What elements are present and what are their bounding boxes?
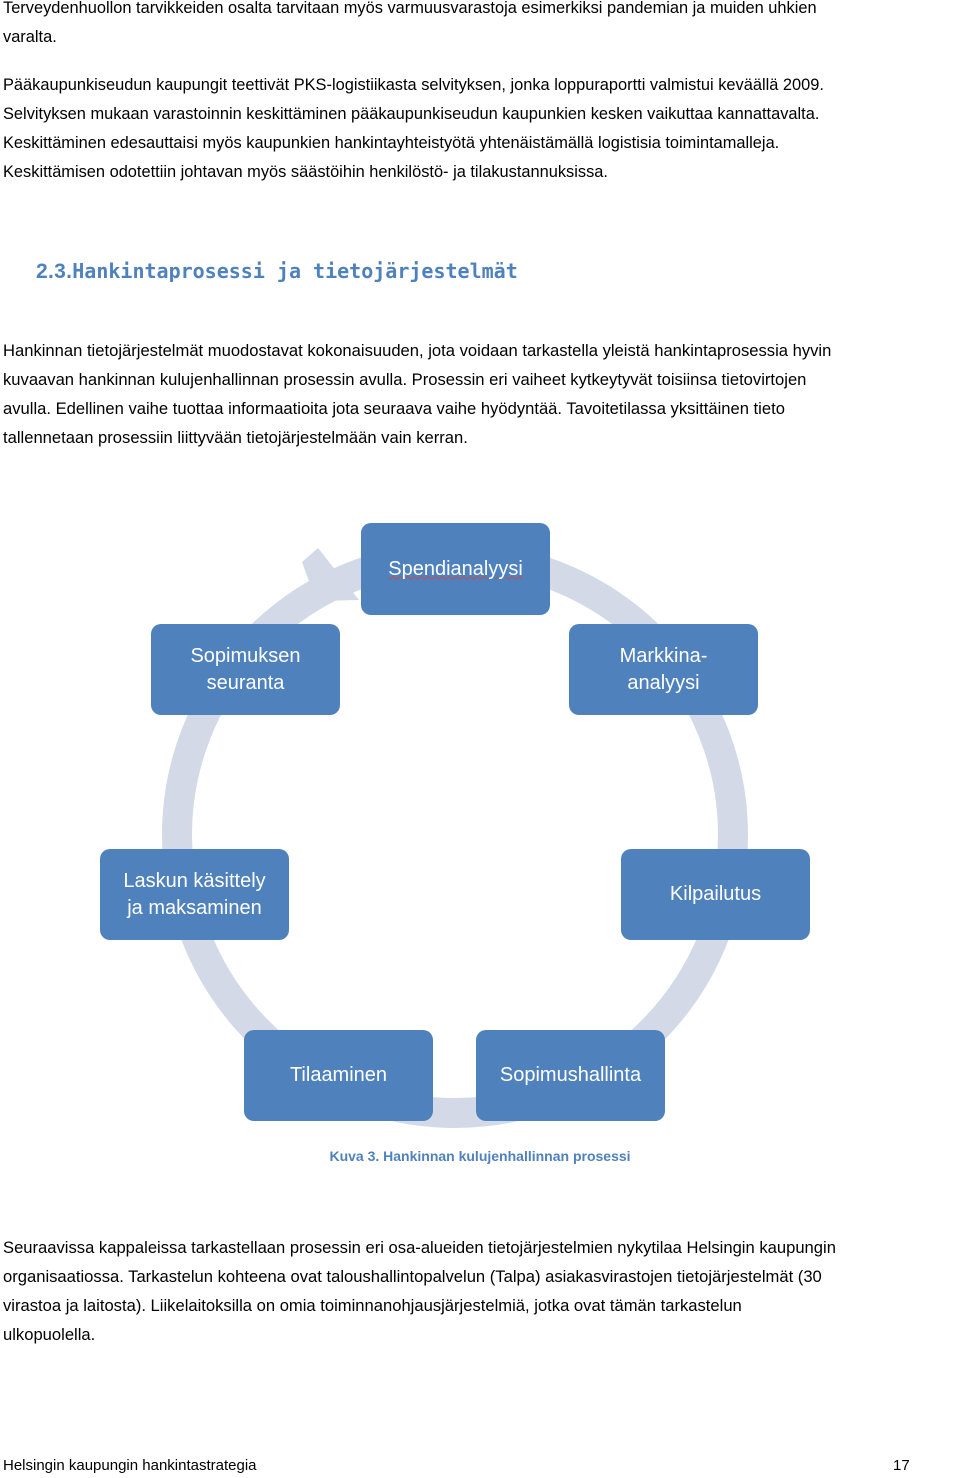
node-label: Kilpailutus xyxy=(669,883,762,905)
figure-caption: Kuva 3. Hankinnan kulujenhallinnan prose… xyxy=(329,1148,631,1164)
text-line: Hankinnan tietojärjestelmät muodostavat … xyxy=(3,341,832,360)
section-number: 2.3. xyxy=(36,260,73,283)
section-heading: 2.3.Hankintaprosessi ja tietojärjestelmä… xyxy=(36,259,518,284)
node-sopimushallinta: Sopimushallinta xyxy=(476,1030,665,1121)
section-title: Hankintaprosessi ja tietojärjestelmät xyxy=(72,259,518,283)
text-line: ulkopuolella. xyxy=(3,1325,96,1344)
node-tilaaminen: Tilaaminen xyxy=(244,1030,433,1121)
text-line: organisaatiossa. Tarkastelun kohteena ov… xyxy=(3,1267,822,1286)
text-line: Terveydenhuollon tarvikkeiden osalta tar… xyxy=(3,0,817,17)
node-label: Sopimushallinta xyxy=(499,1064,642,1086)
text-line: Seuraavissa kappaleissa tarkastellaan pr… xyxy=(3,1238,836,1257)
node-markkina-analyysi: Markkina- analyysi xyxy=(569,624,758,715)
text-line: avulla. Edellinen vaihe tuottaa informaa… xyxy=(3,399,785,418)
node-kilpailutus: Kilpailutus xyxy=(621,849,810,940)
text-line: Selvityksen mukaan varastoinnin keskittä… xyxy=(3,105,820,123)
node-sopimuksen-seuranta: Sopimuksen seuranta xyxy=(151,624,340,715)
node-label: Markkina- analyysi xyxy=(619,644,708,694)
node-label: Spendianalyysi xyxy=(388,557,523,580)
text-line: varalta. xyxy=(3,28,57,46)
text-line: Keskittäminen edesauttaisi myös kaupunki… xyxy=(3,134,780,152)
footer-title: Helsingin kaupungin hankintastrategia xyxy=(3,1457,257,1474)
node-laskun-kasittely: Laskun käsittely ja maksaminen xyxy=(100,849,289,940)
node-label: Tilaaminen xyxy=(289,1064,388,1086)
node-label: Laskun käsittely ja maksaminen xyxy=(123,869,266,919)
text-line: tallennetaan prosessiin liittyvään tieto… xyxy=(3,428,468,447)
text-line: Pääkaupunkiseudun kaupungit teettivät PK… xyxy=(3,76,824,94)
node-label: Sopimuksen seuranta xyxy=(190,644,301,694)
footer-page-number: 17 xyxy=(893,1457,910,1474)
node-spendianalyysi: Spendianalyysi xyxy=(361,523,550,615)
text-line: kuvaavan hankinnan kulujenhallinnan pros… xyxy=(3,370,807,389)
cycle-arrowhead xyxy=(302,548,359,601)
text-line: Keskittämisen odotettiin johtavan myös s… xyxy=(3,163,608,181)
text-line: virastoa ja laitosta). Liikelaitoksilla … xyxy=(3,1296,742,1315)
